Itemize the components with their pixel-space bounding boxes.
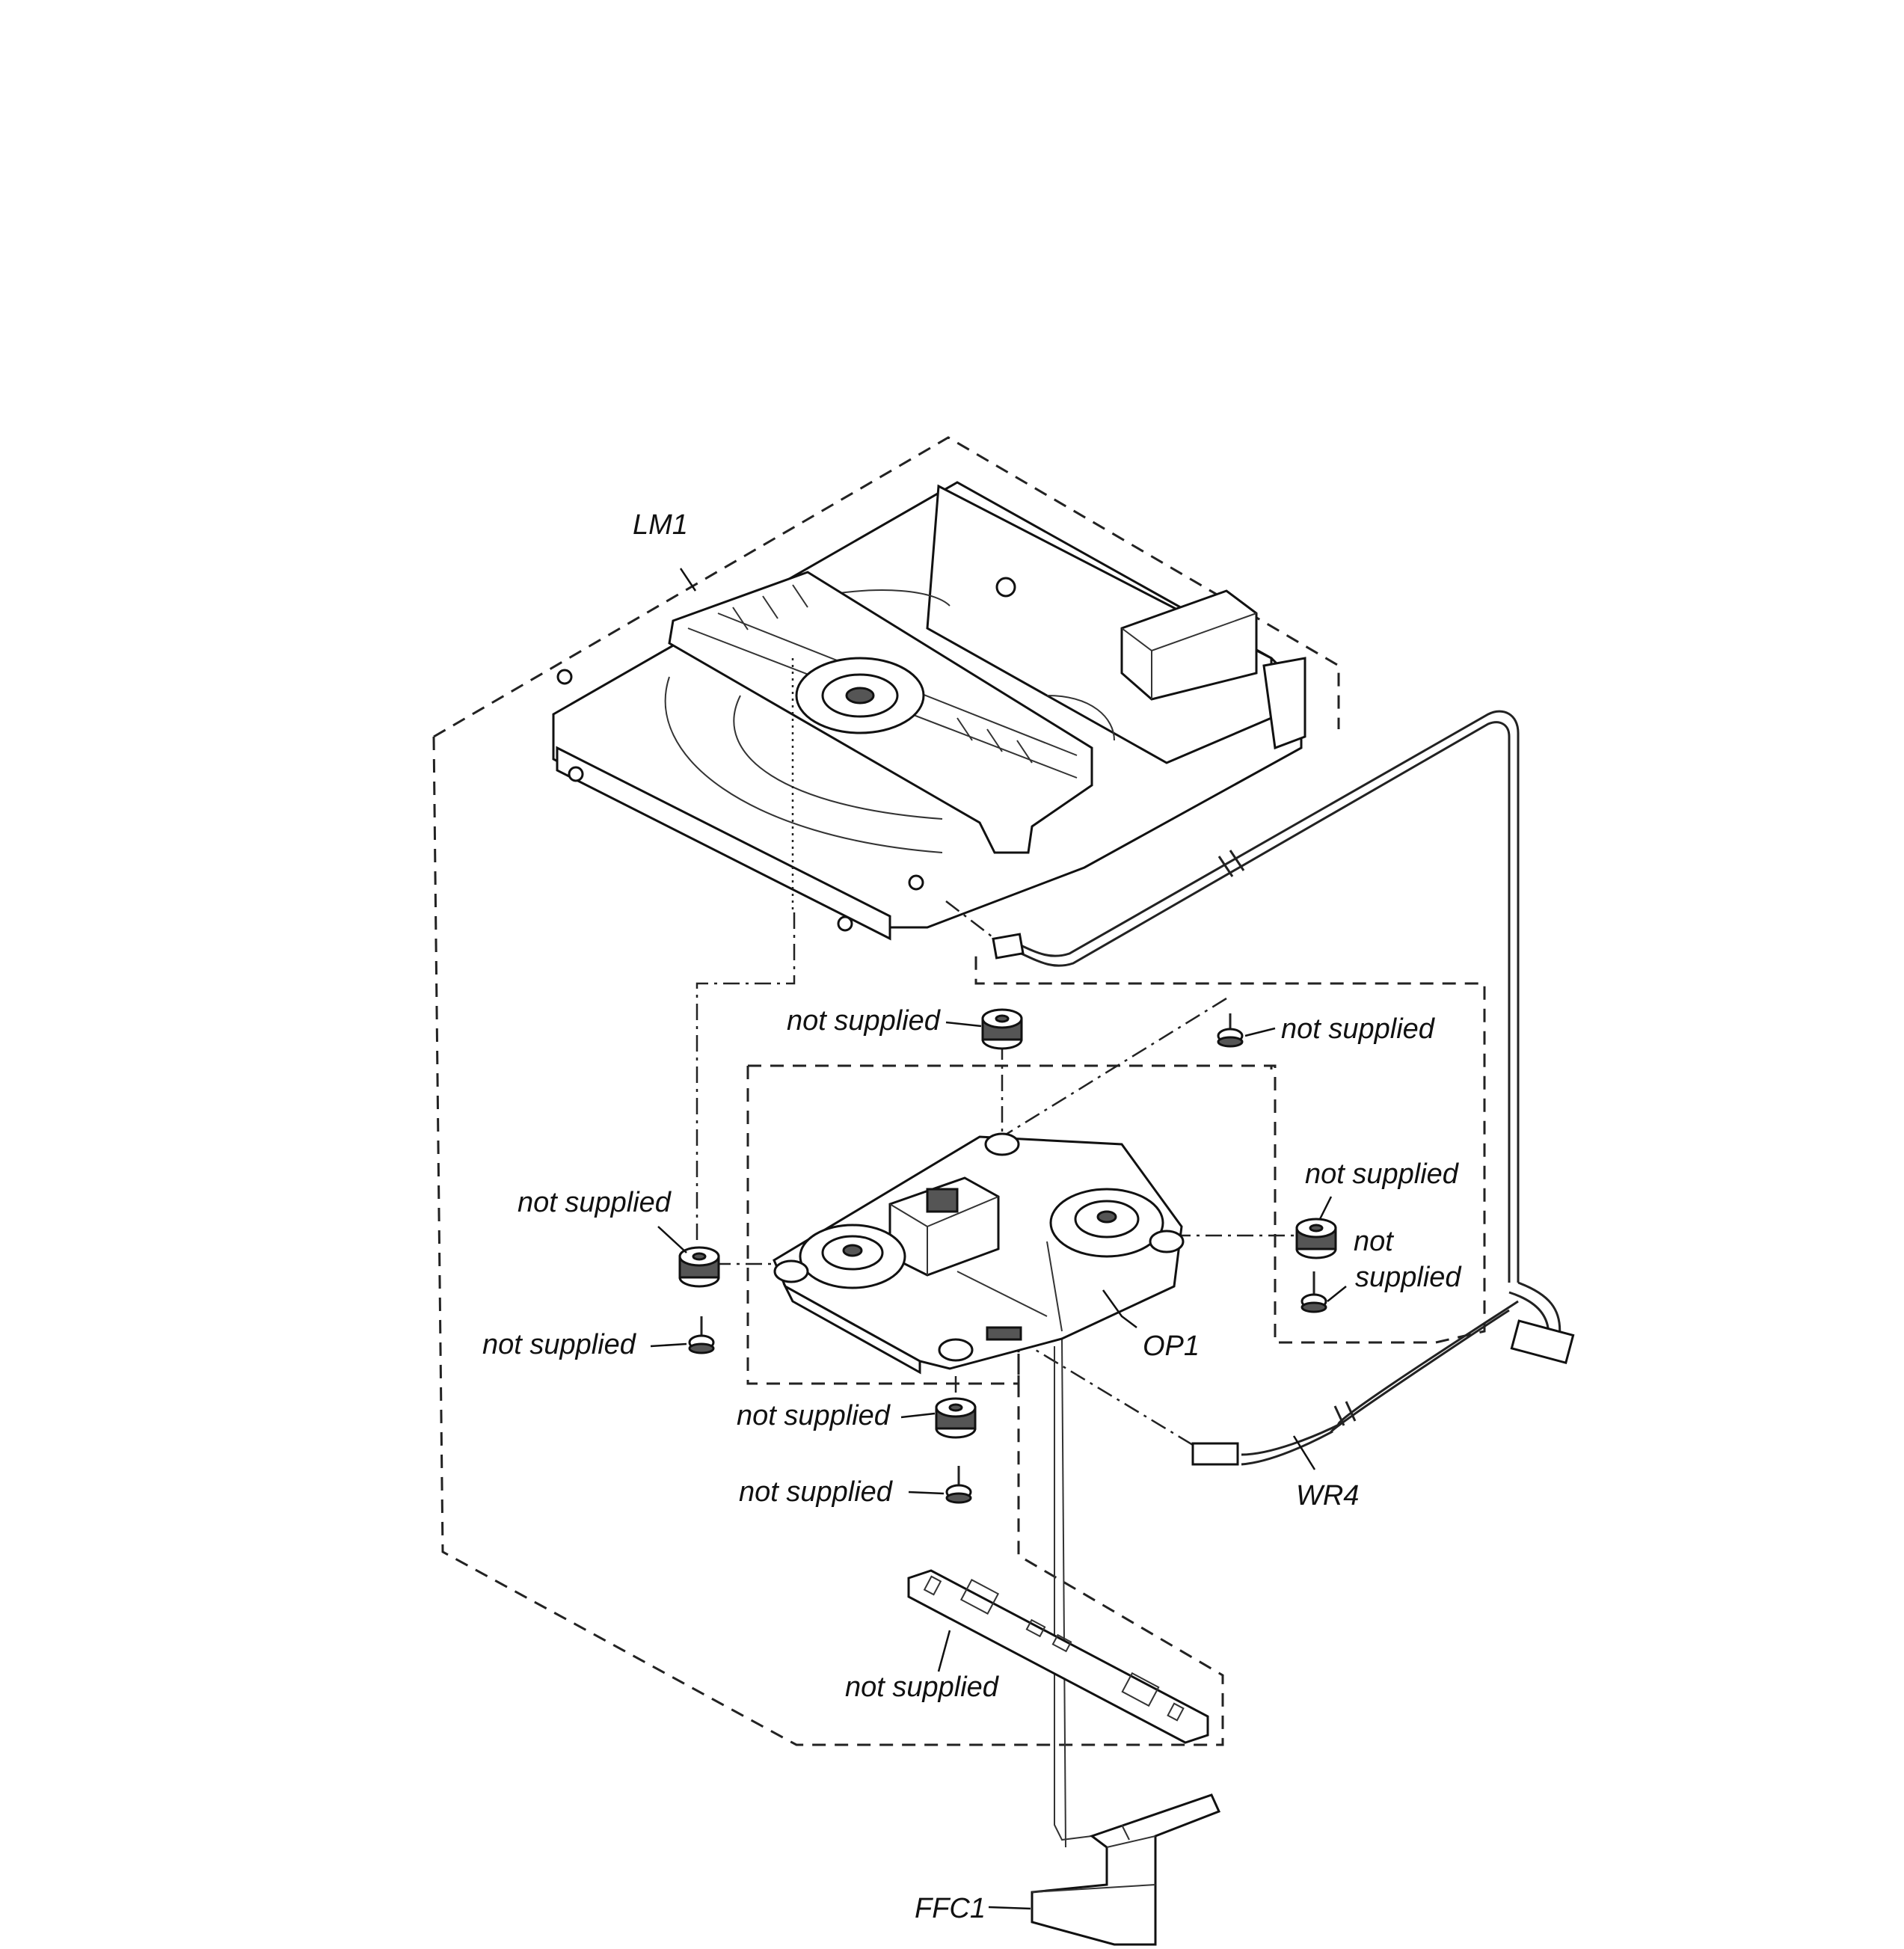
cushion-top [981,1008,1023,1050]
loader-mechanism-lm1 [552,481,1306,941]
screw-left [688,1316,715,1354]
cushion-bottom [935,1397,977,1439]
leader-lines [650,1021,1347,1495]
label-not-supplied-left-screw: not supplied [482,1329,637,1360]
guide-lines [695,658,1298,1848]
label-not-supplied-top-cushion: not supplied [787,1005,942,1037]
screw-bottom [945,1466,972,1504]
label-not-supplied-pcb: not supplied [845,1672,1000,1703]
circuit-board [907,1569,1209,1744]
label-not-supplied-right-screw-line1: not [1354,1226,1394,1257]
label-lm1: LM1 [633,509,688,541]
cushion-left [678,1246,720,1288]
label-op1: OP1 [1143,1330,1200,1362]
label-not-supplied-right-cushion: not supplied [1305,1158,1460,1190]
label-not-supplied-top-screw: not supplied [1281,1013,1436,1045]
flat-flex-cable-ffc1 [988,1793,1221,1946]
optical-pickup-op1 [773,1132,1185,1375]
screw-right [1300,1271,1327,1313]
wire-harness-wr4 [945,710,1575,1470]
label-not-supplied-bottom-screw: not supplied [739,1476,894,1508]
label-not-supplied-bottom-cushion: not supplied [737,1400,891,1431]
assembly-dashed-outline [432,436,1486,1746]
cushion-right [1295,1218,1337,1259]
screw-top [1217,1013,1244,1048]
label-not-supplied-right-screw-line2: supplied [1355,1262,1462,1293]
label-ffc1: FFC1 [915,1893,986,1924]
label-wr4: WR4 [1296,1480,1359,1511]
label-not-supplied-left-cushion: not supplied [518,1187,672,1218]
